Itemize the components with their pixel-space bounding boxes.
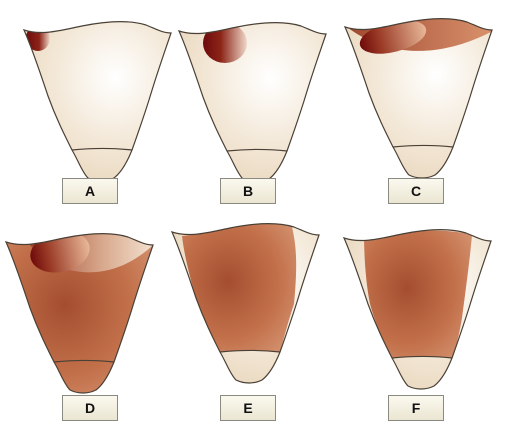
hemorrhage-fill [364,230,472,358]
internal-os-line [53,359,115,363]
uterus-outline [177,22,327,183]
internal-os-line [71,147,133,151]
panel-c [343,18,493,179]
uterus-body [24,21,171,182]
internal-os-line [219,349,281,353]
panel-label-b: B [220,178,276,204]
internal-os-line [391,355,453,359]
panel-label-e: E [220,395,276,421]
blood-clot [203,23,247,63]
internal-os-line [226,148,288,152]
hemorrhage-fill [182,223,297,352]
panel-a [22,21,172,182]
panel-label-d: D [62,395,118,421]
uterus-outline [170,223,320,384]
panel-d [4,233,154,394]
panel-label-c: C [388,178,444,204]
uterus-body [345,18,492,179]
uterus-outline [343,18,493,179]
panel-b [177,22,327,183]
hemorrhage-fill [6,233,153,393]
uterus-outline [4,233,154,394]
panel-f [342,229,492,390]
uterus-outline [342,229,492,390]
blood-clot [26,25,50,51]
uterus-outline [22,21,172,182]
uterus-body [179,22,326,183]
internal-os-line [392,144,454,148]
panel-label-a: A [62,178,118,204]
panel-e [170,223,320,384]
panel-label-f: F [388,395,444,421]
